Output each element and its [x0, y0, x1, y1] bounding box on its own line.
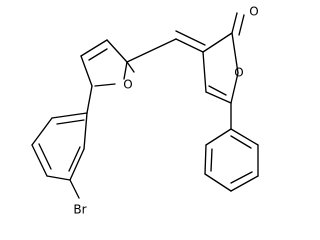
bond [69, 179, 80, 199]
bond [230, 72, 239, 104]
bond [106, 39, 128, 63]
bond [208, 85, 227, 96]
carbonyl-oxygen-label: O [249, 5, 258, 19]
bond [231, 32, 239, 74]
bond [86, 85, 93, 114]
bond [231, 12, 238, 34]
bond [202, 32, 233, 53]
bond [238, 14, 245, 36]
bond [123, 61, 128, 80]
bond [230, 135, 252, 149]
bond [205, 91, 232, 104]
bond [126, 61, 135, 73]
bond [230, 175, 259, 192]
bond [80, 39, 108, 57]
chemical-structure-diagram: O O O Br [31, 5, 259, 217]
bond [230, 171, 253, 184]
bond [175, 30, 206, 46]
bond [210, 148, 213, 172]
bond [204, 144, 207, 175]
bond [126, 38, 177, 63]
bond [68, 146, 81, 172]
bond [31, 117, 53, 146]
lactone-oxygen-label: O [234, 66, 243, 80]
bond [51, 112, 88, 119]
bond [88, 48, 108, 61]
bond [175, 38, 204, 53]
bond [69, 148, 85, 181]
molecule-canvas: O O O Br [31, 4, 259, 217]
bond [56, 119, 85, 125]
furan-oxygen-label: O [123, 78, 132, 92]
bond [204, 173, 232, 192]
bond [80, 55, 93, 87]
bond [205, 128, 232, 146]
bond [46, 175, 71, 181]
bond [38, 143, 52, 170]
bromine-label: Br [73, 203, 86, 217]
bond [202, 51, 207, 93]
bond [31, 144, 48, 177]
bond [83, 112, 88, 150]
bond [230, 128, 259, 146]
atom-labels: O O O Br [73, 5, 258, 217]
bond [94, 83, 116, 87]
bond-lines [31, 12, 259, 199]
